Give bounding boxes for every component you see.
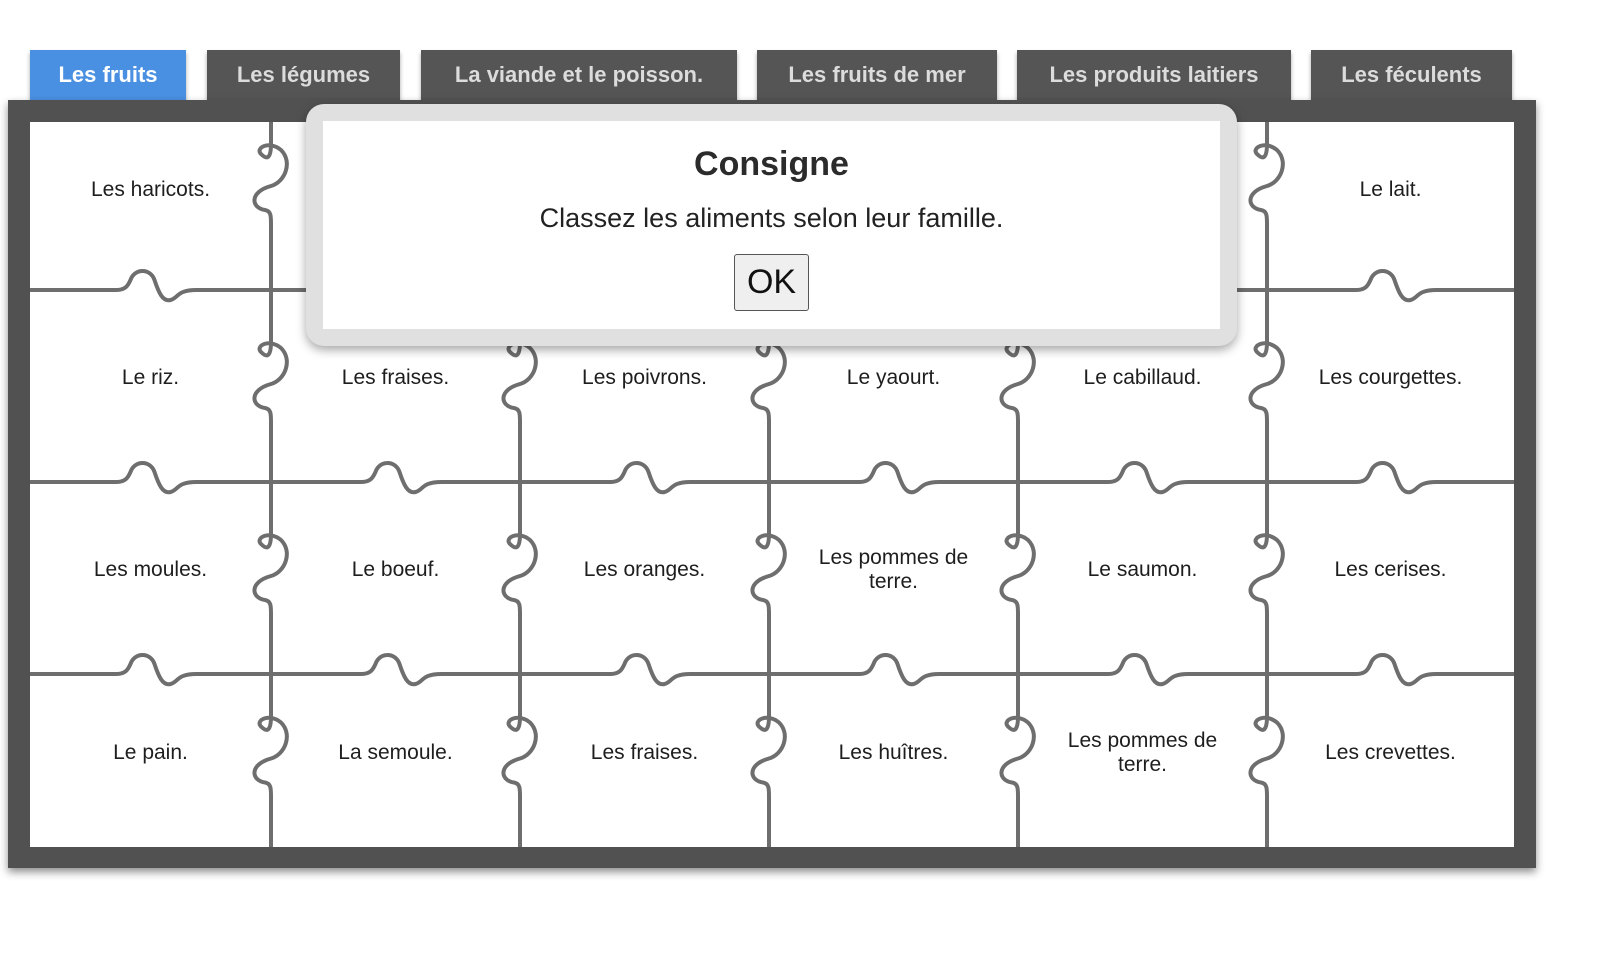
puzzle-piece[interactable]: Le boeuf. [271,494,520,646]
vertical-cut [1248,290,1285,482]
puzzle-piece[interactable]: Le saumon. [1018,494,1267,646]
puzzle-piece[interactable]: Les haricots. [30,152,271,228]
vertical-cut [999,674,1036,847]
instruction-dialog-body: Consigne Classez les aliments selon leur… [323,121,1220,329]
puzzle-piece[interactable]: Les huîtres. [769,686,1018,819]
vertical-cut [1248,674,1285,847]
puzzle-piece[interactable]: Le pain. [30,686,271,819]
puzzle-piece[interactable]: Les pommes de terre. [1018,686,1267,819]
horizontal-cut [1267,269,1514,303]
vertical-cut [501,482,538,674]
puzzle-piece-label: Les courgettes. [1318,366,1463,389]
puzzle-piece-label: Les cerises. [1334,558,1447,581]
horizontal-cut [769,653,1018,687]
puzzle-piece-label: Le lait. [1359,178,1422,201]
horizontal-cut [1018,653,1267,687]
puzzle-piece-label: Les fraises. [590,740,699,764]
puzzle-piece-label: Les crevettes. [1325,740,1456,764]
vertical-cut [999,290,1036,482]
horizontal-cut [271,653,520,687]
horizontal-cut [271,461,520,495]
tab-les-legumes[interactable]: Les légumes [207,50,400,100]
puzzle-piece[interactable]: Le riz. [30,302,271,454]
dialog-message: Classez les aliments selon leur famille. [539,203,1004,233]
puzzle-piece-label: Les oranges. [583,558,706,581]
puzzle-piece[interactable]: Les poivrons. [520,302,769,454]
horizontal-cut [520,653,769,687]
vertical-cut [252,482,289,674]
puzzle-piece[interactable]: Les fraises. [520,686,769,819]
puzzle-piece-label: Le cabillaud. [1083,366,1202,389]
vertical-cut [750,674,787,847]
vertical-cut [252,122,289,290]
horizontal-cut [520,461,769,495]
puzzle-piece-label: Le yaourt. [846,366,941,389]
puzzle-piece[interactable]: Les moules. [30,494,271,646]
vertical-cut [750,482,787,674]
tab-les-produits-laitiers[interactable]: Les produits laitiers [1017,50,1291,100]
puzzle-piece[interactable]: Les crevettes. [1267,686,1514,819]
puzzle-piece-label: Les pommes de terre. [1067,728,1218,776]
vertical-cut [501,290,538,482]
puzzle-piece[interactable]: Les oranges. [520,494,769,646]
puzzle-piece-label: Le saumon. [1087,558,1198,581]
tab-les-fruits[interactable]: Les fruits [30,50,186,100]
ok-button[interactable]: OK [734,254,809,311]
puzzle-piece[interactable]: Les courgettes. [1267,302,1514,454]
puzzle-piece-label: Les haricots. [90,178,211,201]
puzzle-piece[interactable]: La semoule. [271,686,520,819]
tab-les-feculents[interactable]: Les féculents [1311,50,1512,100]
puzzle-piece-label: Les pommes de terre. [818,546,969,593]
puzzle-piece[interactable]: Les fraises. [271,302,520,454]
horizontal-cut [1267,461,1514,495]
puzzle-piece-label: Le boeuf. [351,558,440,581]
puzzle-piece[interactable]: Les pommes de terre. [769,494,1018,646]
puzzle-piece-label: Le riz. [121,366,180,389]
horizontal-cut [30,269,271,303]
puzzle-piece[interactable]: Le yaourt. [769,302,1018,454]
puzzle-piece-label: Le pain. [113,740,188,764]
vertical-cut [750,290,787,482]
vertical-cut [1248,122,1285,290]
horizontal-cut [30,461,271,495]
puzzle-piece-label: Les moules. [93,558,208,581]
puzzle-piece[interactable]: Les cerises. [1267,494,1514,646]
vertical-cut [1248,482,1285,674]
tab-la-viande-et-le-poisson[interactable]: La viande et le poisson. [421,50,737,100]
puzzle-piece[interactable]: Le cabillaud. [1018,302,1267,454]
puzzle-piece-label: Les poivrons. [582,366,707,389]
horizontal-cut [769,461,1018,495]
vertical-cut [252,290,289,482]
puzzle-piece[interactable]: Le lait. [1267,152,1514,228]
horizontal-cut [1018,461,1267,495]
puzzle-piece-label: Les huîtres. [838,740,949,764]
tab-les-fruits-de-mer[interactable]: Les fruits de mer [757,50,997,100]
horizontal-cut [30,653,271,687]
vertical-cut [501,674,538,847]
vertical-cut [252,674,289,847]
puzzle-piece-label: Les fraises. [341,366,450,389]
puzzle-piece-label: La semoule. [338,740,453,764]
vertical-cut [999,482,1036,674]
dialog-title: Consigne [694,145,849,183]
instruction-dialog: Consigne Classez les aliments selon leur… [306,104,1237,346]
horizontal-cut [1267,653,1514,687]
